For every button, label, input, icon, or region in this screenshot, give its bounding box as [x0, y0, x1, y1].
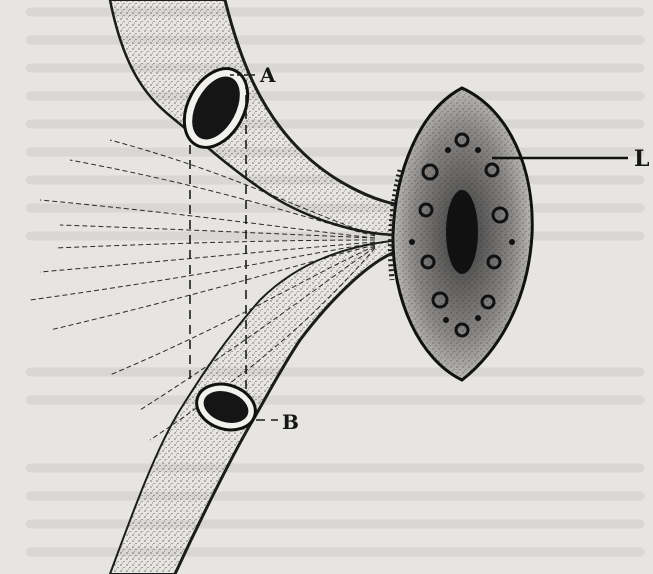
label-b: B [282, 410, 299, 434]
label-l: L [634, 146, 649, 172]
cut-face-l [390, 88, 532, 380]
label-a: A [259, 63, 276, 87]
upper-vessel [110, 0, 400, 235]
